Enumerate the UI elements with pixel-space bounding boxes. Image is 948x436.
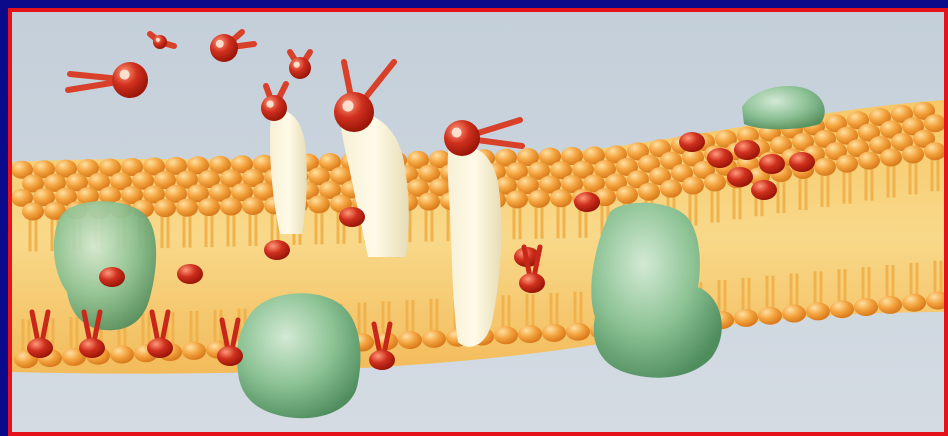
floating-molecule [112, 62, 148, 98]
lipid-head [550, 189, 572, 207]
lipid-head [182, 342, 206, 360]
molecule-highlight [266, 100, 273, 107]
glycolipid-head [177, 264, 203, 284]
floating-molecule [261, 95, 287, 121]
lipid-head [836, 155, 858, 173]
glycolipid-head [27, 338, 53, 358]
membrane-illustration [12, 12, 944, 432]
lipid-head [506, 190, 528, 208]
floating-molecule [334, 92, 374, 132]
lipid-head [858, 152, 880, 170]
lipid-head [22, 202, 44, 220]
floating-molecule [153, 35, 167, 49]
lipid-head [110, 346, 134, 364]
image-frame [8, 8, 948, 436]
lipid-head [758, 307, 782, 325]
lipid-head [660, 180, 682, 198]
glycolipid-head [99, 267, 125, 287]
glycolipid-head [707, 148, 733, 168]
lipid-head [242, 197, 264, 215]
glycolipid-head [789, 152, 815, 172]
lipid-head [902, 294, 926, 312]
molecule-highlight [342, 100, 353, 111]
lipid-head [830, 300, 854, 318]
lipid-head [878, 296, 902, 314]
lipid-head [566, 323, 590, 341]
lipid-head [528, 190, 550, 208]
molecule-highlight [452, 128, 462, 138]
molecule-highlight [156, 38, 160, 42]
lipid-head [422, 330, 446, 348]
floating-molecule [210, 34, 238, 62]
lipid-head [154, 199, 176, 217]
floating-molecule [444, 120, 480, 156]
lipid-head [542, 324, 566, 342]
lipid-head [854, 298, 878, 316]
lipid-head [806, 302, 830, 320]
lipid-head [814, 158, 836, 176]
lipid-head [704, 173, 726, 191]
lipid-head [418, 193, 440, 211]
molecule-highlight [294, 62, 300, 68]
lipid-head [638, 183, 660, 201]
lipid-head [682, 177, 704, 195]
glycolipid-head [679, 132, 705, 152]
lipid-head [494, 326, 518, 344]
lipid-head [220, 198, 242, 216]
lipid-head [782, 305, 806, 323]
glycolipid-head [519, 273, 545, 293]
membrane-protein-center [237, 293, 361, 418]
lipid-head [616, 186, 638, 204]
glycolipid-head [264, 240, 290, 260]
lipid-head [198, 198, 220, 216]
glycolipid-head [727, 167, 753, 187]
lipid-head [308, 195, 330, 213]
glycolipid-head [369, 350, 395, 370]
glycolipid-head [751, 180, 777, 200]
lipid-head [398, 331, 422, 349]
molecule-highlight [120, 70, 130, 80]
lipid-head [518, 325, 542, 343]
molecule-highlight [216, 40, 224, 48]
glycolipid-head [217, 346, 243, 366]
lipid-head [734, 309, 758, 327]
glycolipid-head [574, 192, 600, 212]
glycolipid-head [79, 338, 105, 358]
lipid-head [880, 149, 902, 167]
glycolipid-head [339, 207, 365, 227]
glycolipid-head [759, 154, 785, 174]
glycolipid-head [147, 338, 173, 358]
lipid-head [176, 199, 198, 217]
lipid-head [902, 145, 924, 163]
floating-molecule [289, 57, 311, 79]
glycolipid-head [734, 140, 760, 160]
